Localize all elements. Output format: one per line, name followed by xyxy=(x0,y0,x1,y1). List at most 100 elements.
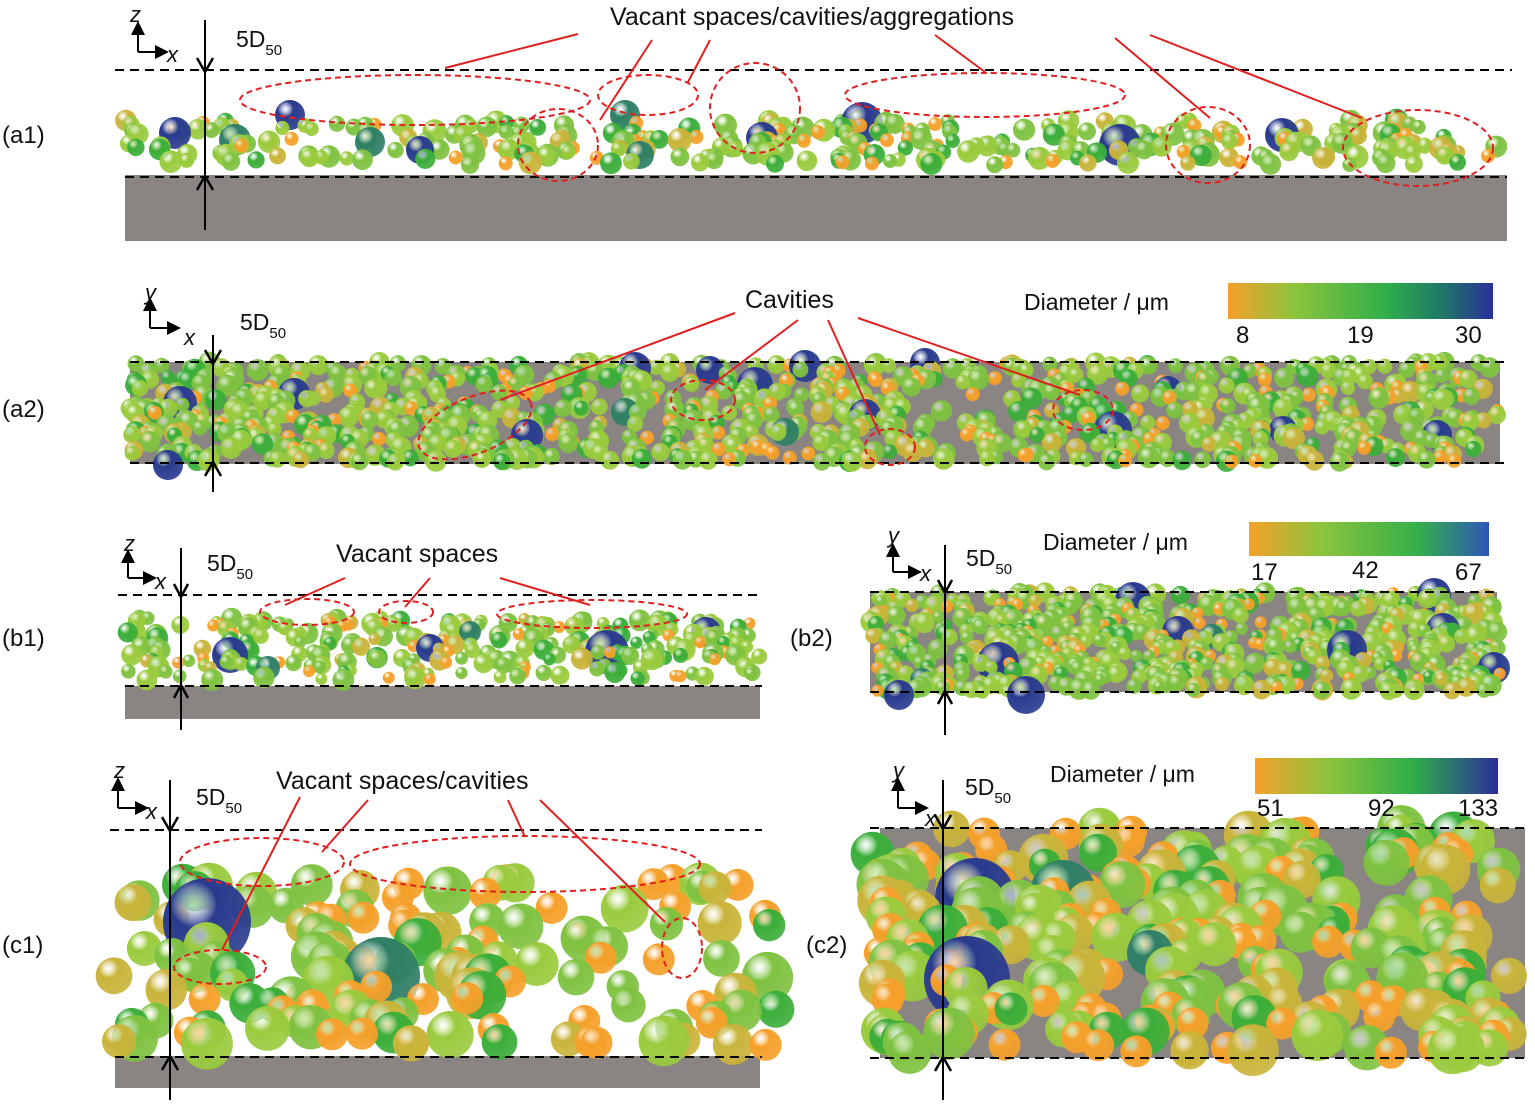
particle xyxy=(114,884,152,922)
particle xyxy=(983,590,998,606)
particle xyxy=(1190,144,1212,167)
particle xyxy=(1212,602,1225,615)
axis-triad-a2: y x xyxy=(143,280,196,350)
particle xyxy=(172,656,185,669)
particle xyxy=(423,673,436,686)
particle xyxy=(955,374,970,390)
cavity-outlines-a1 xyxy=(239,62,1494,187)
particle xyxy=(1194,451,1212,469)
particle xyxy=(984,660,998,674)
particle xyxy=(347,901,380,934)
particle xyxy=(1092,633,1107,647)
particle xyxy=(95,957,133,995)
particle xyxy=(1082,1029,1115,1062)
particle xyxy=(564,616,584,636)
particle xyxy=(1090,438,1105,453)
particle xyxy=(1375,1036,1407,1069)
particle xyxy=(1270,681,1283,694)
particle xyxy=(868,373,883,387)
particle xyxy=(637,868,670,901)
particle xyxy=(573,400,589,416)
particle xyxy=(303,665,316,678)
particle xyxy=(1411,119,1426,135)
particle xyxy=(673,648,688,663)
particle xyxy=(275,120,290,136)
svg-text:x: x xyxy=(166,42,179,67)
particle xyxy=(882,444,898,459)
particle xyxy=(364,378,383,398)
particle xyxy=(708,653,721,666)
particle xyxy=(1087,363,1109,385)
particle xyxy=(874,595,888,608)
particle xyxy=(766,154,784,173)
particle xyxy=(698,450,718,470)
particle xyxy=(694,636,707,649)
particle xyxy=(1363,1000,1396,1033)
particle xyxy=(1042,123,1065,146)
svg-text:y: y xyxy=(143,280,158,305)
particle xyxy=(611,987,646,1023)
particle xyxy=(1005,143,1021,158)
particle xyxy=(835,155,850,170)
particle xyxy=(284,131,299,146)
particle xyxy=(648,359,665,375)
particle xyxy=(298,390,316,408)
particle xyxy=(1235,622,1249,635)
particle xyxy=(175,397,190,412)
particle xyxy=(193,639,212,658)
particle xyxy=(1221,133,1238,150)
particle xyxy=(455,667,468,680)
particle xyxy=(992,433,1012,453)
particle xyxy=(550,665,570,685)
particle xyxy=(201,668,224,691)
particle xyxy=(857,450,877,470)
panel-a2: (a2) y x 5D50 Cavities Diameter / xyxy=(2,280,1506,492)
panel-c2: (c2) y x 5D50 Diameter / μm 51 92 133 xyxy=(806,758,1528,1100)
particle xyxy=(787,400,805,418)
particle xyxy=(1283,640,1297,654)
particle xyxy=(415,148,436,169)
particle xyxy=(535,892,568,924)
svg-text:y: y xyxy=(886,523,901,548)
particle xyxy=(1490,957,1528,995)
particle xyxy=(703,940,740,977)
particle xyxy=(987,371,1002,386)
particle xyxy=(1296,365,1319,388)
particle xyxy=(179,153,195,168)
particle xyxy=(930,400,953,422)
particle xyxy=(1019,363,1034,378)
cavity-outlines-b1 xyxy=(259,598,688,629)
particle xyxy=(339,151,354,166)
particle xyxy=(1435,146,1454,165)
particle xyxy=(902,441,923,463)
particle xyxy=(1155,416,1170,431)
particle xyxy=(1017,448,1032,463)
particle xyxy=(1431,388,1453,411)
particle xyxy=(245,1006,290,1051)
particle xyxy=(698,871,732,905)
particle xyxy=(885,605,906,626)
particle xyxy=(192,420,208,436)
particle xyxy=(1140,415,1156,431)
particle xyxy=(905,598,919,613)
particle xyxy=(1479,357,1500,378)
scale-label-a2: 5D50 xyxy=(240,309,286,342)
particle xyxy=(246,359,269,382)
particle xyxy=(304,121,319,137)
particle xyxy=(604,662,626,683)
particle xyxy=(995,614,1008,627)
particle xyxy=(1227,1024,1279,1076)
particle xyxy=(988,1028,1021,1061)
particle xyxy=(1186,682,1201,697)
particle xyxy=(160,370,175,385)
particle xyxy=(670,147,690,167)
particle xyxy=(1301,387,1316,402)
particle xyxy=(1170,1031,1209,1070)
particle xyxy=(1081,680,1101,700)
particle xyxy=(1447,453,1462,468)
particle xyxy=(1167,674,1186,692)
particle xyxy=(313,660,326,674)
panel-label-a2: (a2) xyxy=(2,396,45,423)
particle xyxy=(986,156,1004,174)
particle xyxy=(721,405,738,421)
